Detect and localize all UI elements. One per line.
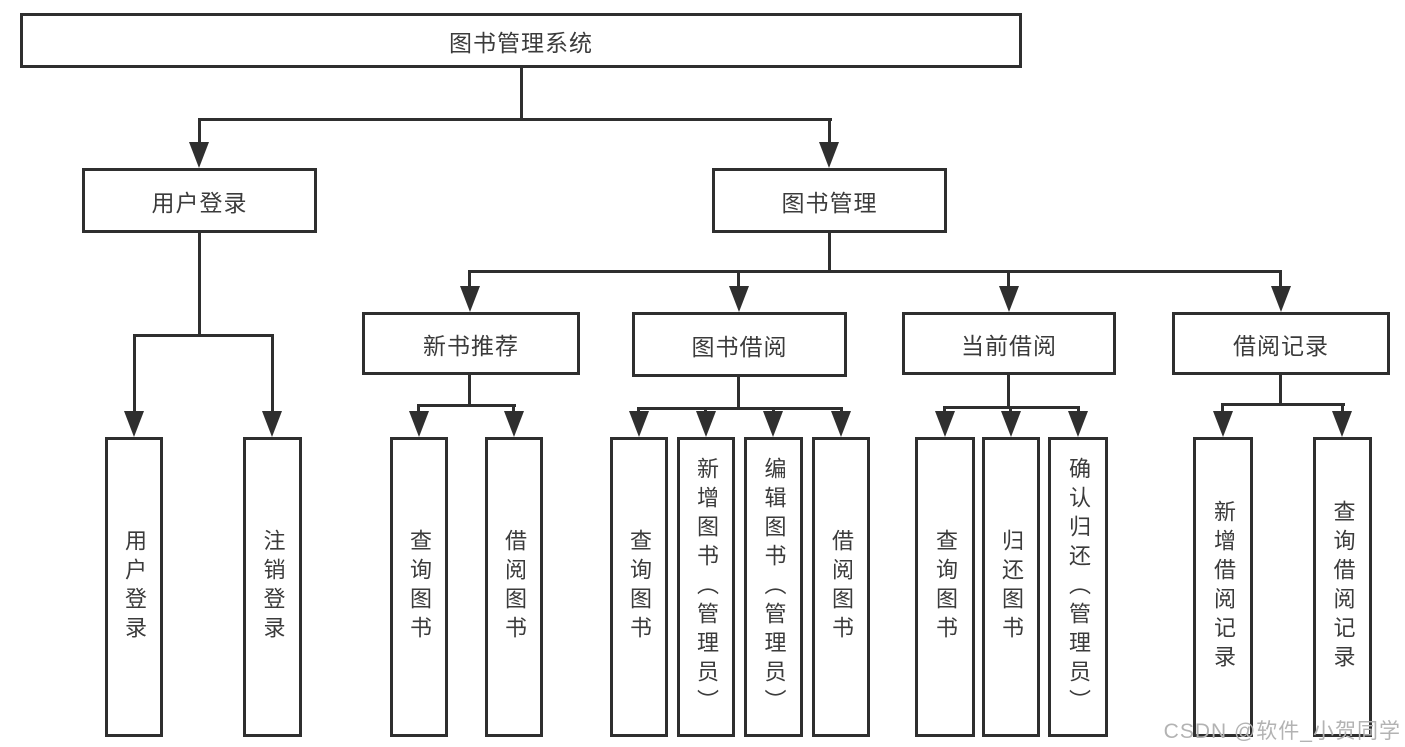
leaf-user-login-label: 用户登录 bbox=[122, 529, 147, 645]
arrowhead-down-icon bbox=[1271, 286, 1291, 312]
leaf-query-books-recommend: 查询图书 bbox=[390, 437, 448, 737]
leaf-add-borrow-record: 新增借阅记录 bbox=[1193, 437, 1253, 737]
arrowhead-down-icon bbox=[629, 411, 649, 437]
connector-line bbox=[271, 334, 274, 413]
connector-line bbox=[1221, 403, 1224, 413]
connector-line bbox=[637, 407, 843, 410]
leaf-borrow-books-label: 借阅图书 bbox=[829, 529, 854, 645]
leaf-query-books-current: 查询图书 bbox=[915, 437, 975, 737]
arrowhead-down-icon bbox=[819, 142, 839, 168]
connector-line bbox=[417, 404, 420, 413]
connector-line bbox=[943, 406, 946, 413]
node-root: 图书管理系统 bbox=[20, 13, 1022, 68]
connector-line bbox=[1007, 270, 1010, 288]
connector-line bbox=[1009, 406, 1012, 413]
connector-line bbox=[737, 377, 740, 410]
connector-line bbox=[1007, 375, 1010, 408]
leaf-confirm-return-admin: 确认归还（管理员） bbox=[1048, 437, 1108, 737]
connector-line bbox=[417, 404, 516, 407]
node-book-borrow-label: 图书借阅 bbox=[691, 333, 788, 360]
leaf-query-borrow-record-label: 查询借阅记录 bbox=[1330, 500, 1356, 674]
node-borrow-records: 借阅记录 bbox=[1172, 312, 1390, 375]
connector-line bbox=[704, 407, 707, 413]
connector-line bbox=[1341, 403, 1344, 413]
arrowhead-down-icon bbox=[999, 286, 1019, 312]
leaf-return-books-label: 归还图书 bbox=[999, 529, 1024, 645]
leaf-user-login: 用户登录 bbox=[105, 437, 163, 737]
connector-line bbox=[1279, 270, 1282, 288]
leaf-query-books-borrow-label: 查询图书 bbox=[627, 529, 652, 645]
arrowhead-down-icon bbox=[1213, 411, 1233, 437]
node-root-label: 图书管理系统 bbox=[449, 29, 593, 56]
connector-line bbox=[468, 270, 1282, 273]
arrowhead-down-icon bbox=[409, 411, 429, 437]
connector-line bbox=[133, 334, 136, 413]
leaf-borrow-books-recommend-label: 借阅图书 bbox=[502, 529, 527, 645]
connector-line bbox=[468, 270, 471, 288]
node-book-management: 图书管理 bbox=[712, 168, 947, 233]
arrowhead-down-icon bbox=[1001, 411, 1021, 437]
arrowhead-down-icon bbox=[763, 411, 783, 437]
leaf-add-books-admin-label: 新增图书（管理员） bbox=[694, 456, 719, 718]
node-current-borrow: 当前借阅 bbox=[902, 312, 1116, 375]
connector-line bbox=[1221, 403, 1345, 406]
arrowhead-down-icon bbox=[729, 286, 749, 312]
arrowhead-down-icon bbox=[262, 411, 282, 437]
leaf-borrow-books: 借阅图书 bbox=[812, 437, 870, 737]
connector-line bbox=[198, 233, 201, 336]
connector-line bbox=[737, 270, 740, 288]
node-current-borrow-label: 当前借阅 bbox=[961, 332, 1057, 359]
leaf-query-books-recommend-label: 查询图书 bbox=[407, 529, 432, 645]
connector-line bbox=[468, 375, 471, 406]
connector-line bbox=[198, 118, 201, 144]
node-user-login-label: 用户登录 bbox=[151, 189, 248, 216]
connector-line bbox=[1279, 375, 1282, 405]
leaf-query-books-current-label: 查询图书 bbox=[933, 529, 958, 645]
connector-line bbox=[828, 233, 831, 273]
node-borrow-records-label: 借阅记录 bbox=[1233, 332, 1329, 359]
connector-line bbox=[133, 334, 274, 337]
node-user-login: 用户登录 bbox=[82, 168, 317, 233]
arrowhead-down-icon bbox=[124, 411, 144, 437]
connector-line bbox=[637, 407, 640, 413]
arrowhead-down-icon bbox=[935, 411, 955, 437]
leaf-edit-books-admin-label: 编辑图书（管理员） bbox=[761, 456, 787, 718]
arrowhead-down-icon bbox=[460, 286, 480, 312]
connector-line bbox=[198, 118, 832, 121]
arrowhead-down-icon bbox=[1332, 411, 1352, 437]
connector-line bbox=[520, 68, 523, 120]
node-new-book-recommend: 新书推荐 bbox=[362, 312, 580, 375]
leaf-add-borrow-record-label: 新增借阅记录 bbox=[1211, 500, 1236, 674]
leaf-return-books: 归还图书 bbox=[982, 437, 1040, 737]
arrowhead-down-icon bbox=[696, 411, 716, 437]
leaf-query-books-borrow: 查询图书 bbox=[610, 437, 668, 737]
leaf-logout-label: 注销登录 bbox=[260, 529, 286, 645]
connector-line bbox=[828, 118, 831, 144]
arrowhead-down-icon bbox=[504, 411, 524, 437]
node-book-borrow: 图书借阅 bbox=[632, 312, 847, 377]
node-new-book-recommend-label: 新书推荐 bbox=[423, 332, 519, 359]
connector-line bbox=[840, 407, 843, 413]
leaf-edit-books-admin: 编辑图书（管理员） bbox=[744, 437, 803, 737]
leaf-borrow-books-recommend: 借阅图书 bbox=[485, 437, 543, 737]
leaf-add-books-admin: 新增图书（管理员） bbox=[677, 437, 735, 737]
leaf-confirm-return-admin-label: 确认归还（管理员） bbox=[1066, 456, 1091, 718]
connector-line bbox=[1077, 406, 1080, 413]
connector-line bbox=[512, 404, 515, 413]
arrowhead-down-icon bbox=[1068, 411, 1088, 437]
arrowhead-down-icon bbox=[189, 142, 209, 168]
node-book-management-label: 图书管理 bbox=[781, 189, 878, 216]
leaf-query-borrow-record: 查询借阅记录 bbox=[1313, 437, 1372, 737]
arrowhead-down-icon bbox=[831, 411, 851, 437]
leaf-logout: 注销登录 bbox=[243, 437, 302, 737]
connector-line bbox=[772, 407, 775, 413]
